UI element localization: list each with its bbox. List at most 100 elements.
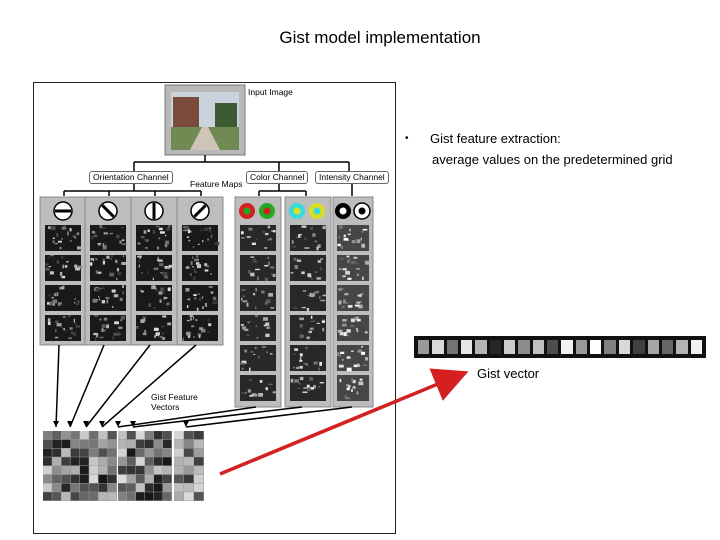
gist-block-color-cell — [145, 431, 154, 440]
intensity-feature-map-speck — [345, 397, 351, 400]
color-feature-map-speck — [267, 239, 272, 241]
orientation-feature-map-speck — [198, 334, 201, 338]
orientation-feature-map-speck — [164, 275, 169, 279]
gist-block-color-cell — [118, 466, 127, 475]
orientation-feature-map-speck — [45, 267, 51, 271]
color-feature-map-speck — [293, 307, 298, 309]
gist-block-orientation-cell — [52, 431, 61, 440]
orientation-feature-map-speck — [64, 265, 68, 268]
intensity-feature-map-speck — [347, 233, 351, 235]
intensity-feature-map-speck — [345, 239, 349, 241]
orientation-feature-map-speck — [47, 318, 51, 323]
input-image-trees — [215, 103, 237, 127]
gist-block-color-cell — [163, 448, 172, 457]
orientation-feature-map-speck — [94, 315, 99, 317]
input-image-building — [173, 97, 199, 127]
gist-block-orientation-cell — [43, 431, 52, 440]
orientation-feature-map-speck — [168, 264, 174, 268]
color-feature-map-speck — [241, 360, 247, 363]
gist-block-intensity-cell — [194, 439, 204, 448]
color-feature-map-speck — [322, 225, 328, 230]
intensity-feature-map-speck — [338, 225, 343, 229]
input-image-path — [190, 127, 220, 150]
gist-vector-cell — [676, 340, 688, 354]
orientation-feature-map-speck — [90, 257, 93, 261]
color-feature-map-speck — [268, 292, 274, 297]
intensity-feature-map-speck — [346, 356, 351, 359]
orientation-feature-map-speck — [61, 237, 63, 240]
orientation-feature-map-speck — [188, 239, 191, 242]
orientation-feature-map-speck — [97, 271, 102, 274]
orientation-feature-map-speck — [56, 322, 62, 327]
color-feature-map-speck — [316, 322, 320, 324]
intensity-feature-map-speck — [347, 260, 350, 264]
color-feature-map-speck — [241, 392, 244, 394]
orientation-feature-map-speck — [195, 319, 198, 321]
orientation-feature-map-speck — [200, 328, 206, 333]
color-feature-map-speck — [299, 356, 302, 361]
gist-vector-cell — [475, 340, 487, 354]
color-feature-map-speck — [247, 321, 252, 323]
orientation-feature-map-speck — [74, 322, 77, 325]
gist-vector-cell — [418, 340, 430, 354]
intensity-feature-map-speck — [356, 273, 359, 277]
color-feature-map-speck — [267, 225, 271, 229]
gist-block-orientation-cell — [70, 457, 80, 466]
feature-to-gist-arrow — [55, 344, 60, 428]
orientation-feature-map-speck — [186, 305, 189, 308]
color-feature-map-speck — [316, 277, 321, 280]
orientation-feature-map-speck — [212, 301, 218, 304]
color-feature-map-speck — [315, 290, 320, 294]
orientation-feature-map-speck — [143, 317, 146, 322]
color-feature-map-speck — [316, 246, 319, 251]
intensity-feature-map-speck — [350, 318, 355, 323]
gist-block-orientation-cell — [98, 439, 108, 448]
orientation-feature-map-speck — [208, 227, 212, 229]
orientation-feature-map — [45, 315, 81, 341]
gist-vector-cell — [590, 340, 602, 354]
orientation-feature-map-speck — [158, 259, 163, 262]
feature-maps-label: Feature Maps — [190, 179, 243, 190]
gist-block-orientation-cell — [98, 431, 108, 440]
orientation-feature-map-speck — [207, 238, 209, 241]
gist-block-orientation-cell — [107, 474, 117, 483]
color-feature-map-speck — [242, 300, 248, 303]
color-filter-center — [293, 207, 301, 215]
color-feature-map-speck — [247, 322, 250, 324]
orientation-feature-map-speck — [99, 287, 102, 290]
orientation-feature-map-speck — [155, 225, 160, 228]
orientation-feature-map-speck — [204, 269, 209, 272]
color-feature-map-speck — [266, 351, 268, 353]
color-feature-map-speck — [306, 336, 310, 339]
gist-block-color-cell — [136, 431, 145, 440]
intensity-feature-map-speck — [343, 237, 349, 241]
color-feature-map-speck — [244, 328, 249, 331]
orientation-feature-map-speck — [109, 272, 115, 277]
orientation-feature-map-speck — [144, 329, 147, 334]
gist-block-orientation-cell — [107, 466, 117, 475]
orientation-feature-map-speck — [114, 321, 119, 325]
gist-block-orientation-cell — [80, 474, 89, 483]
color-feature-map-speck — [317, 260, 321, 263]
orientation-feature-map-speck — [52, 274, 55, 276]
slide-title: Gist model implementation — [279, 28, 481, 47]
color-feature-map-speck — [253, 394, 258, 397]
gist-vector-cell — [690, 340, 702, 354]
color-feature-map-speck — [303, 363, 308, 365]
color-feature-map — [240, 345, 276, 371]
gist-block-orientation-cell — [61, 448, 71, 457]
intensity-feature-map-speck — [346, 387, 350, 391]
gist-block-orientation-cell — [89, 466, 98, 475]
color-feature-map-speck — [299, 365, 303, 369]
intensity-feature-map-speck — [342, 319, 347, 322]
gist-block-color-cell — [154, 439, 163, 448]
orientation-feature-map-speck — [63, 225, 66, 228]
gist-block-orientation-cell — [89, 431, 98, 440]
intensity-channel-label: Intensity Channel — [315, 171, 389, 184]
orientation-feature-map-speck — [165, 267, 171, 270]
color-feature-map-speck — [265, 322, 270, 326]
gist-block-color-cell — [154, 492, 163, 501]
color-feature-map-speck — [247, 389, 251, 393]
intensity-feature-map-speck — [356, 262, 358, 264]
color-feature-map-speck — [242, 295, 245, 297]
